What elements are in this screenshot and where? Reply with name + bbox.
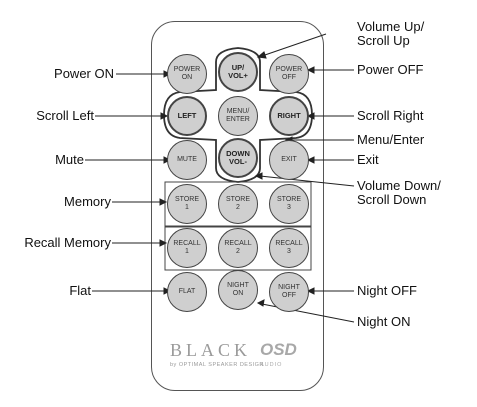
leader-volume-up bbox=[261, 33, 327, 57]
callout-mute: Mute bbox=[55, 152, 84, 167]
recall-1-button[interactable]: RECALL 1 bbox=[167, 228, 207, 268]
brand-subline: by OPTIMAL SPEAKER DESIGN bbox=[170, 362, 264, 368]
callout-night-on: Night ON bbox=[357, 314, 411, 329]
brand-tagline: AUDIO bbox=[260, 362, 283, 368]
brand-logo: BLACK OSD by OPTIMAL SPEAKER DESIGN AUDI… bbox=[170, 340, 310, 374]
callout-power-on: Power ON bbox=[54, 66, 114, 81]
brand-mark: OSD bbox=[260, 340, 297, 359]
volume-down-button[interactable]: DOWN VOL- bbox=[218, 138, 258, 178]
recall-3-button[interactable]: RECALL 3 bbox=[269, 228, 309, 268]
store-1-button[interactable]: STORE 1 bbox=[167, 184, 207, 224]
callout-recall-memory: Recall Memory bbox=[24, 235, 111, 250]
callout-memory: Memory bbox=[64, 194, 111, 209]
left-button[interactable]: LEFT bbox=[167, 96, 207, 136]
callout-menu-enter: Menu/Enter bbox=[357, 132, 425, 147]
callout-volume-down: Volume Down/ Scroll Down bbox=[357, 178, 441, 207]
volume-up-button[interactable]: UP/ VOL+ bbox=[218, 52, 258, 92]
flat-button[interactable]: FLAT bbox=[167, 272, 207, 312]
menu-enter-button[interactable]: MENU/ ENTER bbox=[218, 96, 258, 136]
callout-night-off: Night OFF bbox=[357, 283, 417, 298]
power-off-button[interactable]: POWER OFF bbox=[269, 54, 309, 94]
callout-scroll-right: Scroll Right bbox=[357, 108, 424, 123]
night-on-button[interactable]: NIGHT ON bbox=[218, 270, 258, 310]
callout-flat: Flat bbox=[69, 283, 91, 298]
memory-group-box bbox=[164, 181, 312, 227]
store-3-button[interactable]: STORE 3 bbox=[269, 184, 309, 224]
callout-power-off: Power OFF bbox=[357, 62, 424, 77]
store-2-button[interactable]: STORE 2 bbox=[218, 184, 258, 224]
power-on-button[interactable]: POWER ON bbox=[167, 54, 207, 94]
callout-volume-up: Volume Up/ Scroll Up bbox=[357, 19, 425, 48]
leader-volume-down bbox=[259, 175, 355, 187]
callout-scroll-left: Scroll Left bbox=[36, 108, 94, 123]
exit-button[interactable]: EXIT bbox=[269, 140, 309, 180]
brand-name: BLACK bbox=[170, 340, 252, 360]
right-button[interactable]: RIGHT bbox=[269, 96, 309, 136]
mute-button[interactable]: MUTE bbox=[167, 140, 207, 180]
dpad-outline bbox=[163, 47, 313, 183]
recall-2-button[interactable]: RECALL 2 bbox=[218, 228, 258, 268]
night-off-button[interactable]: NIGHT OFF bbox=[269, 272, 309, 312]
callout-exit: Exit bbox=[357, 152, 379, 167]
